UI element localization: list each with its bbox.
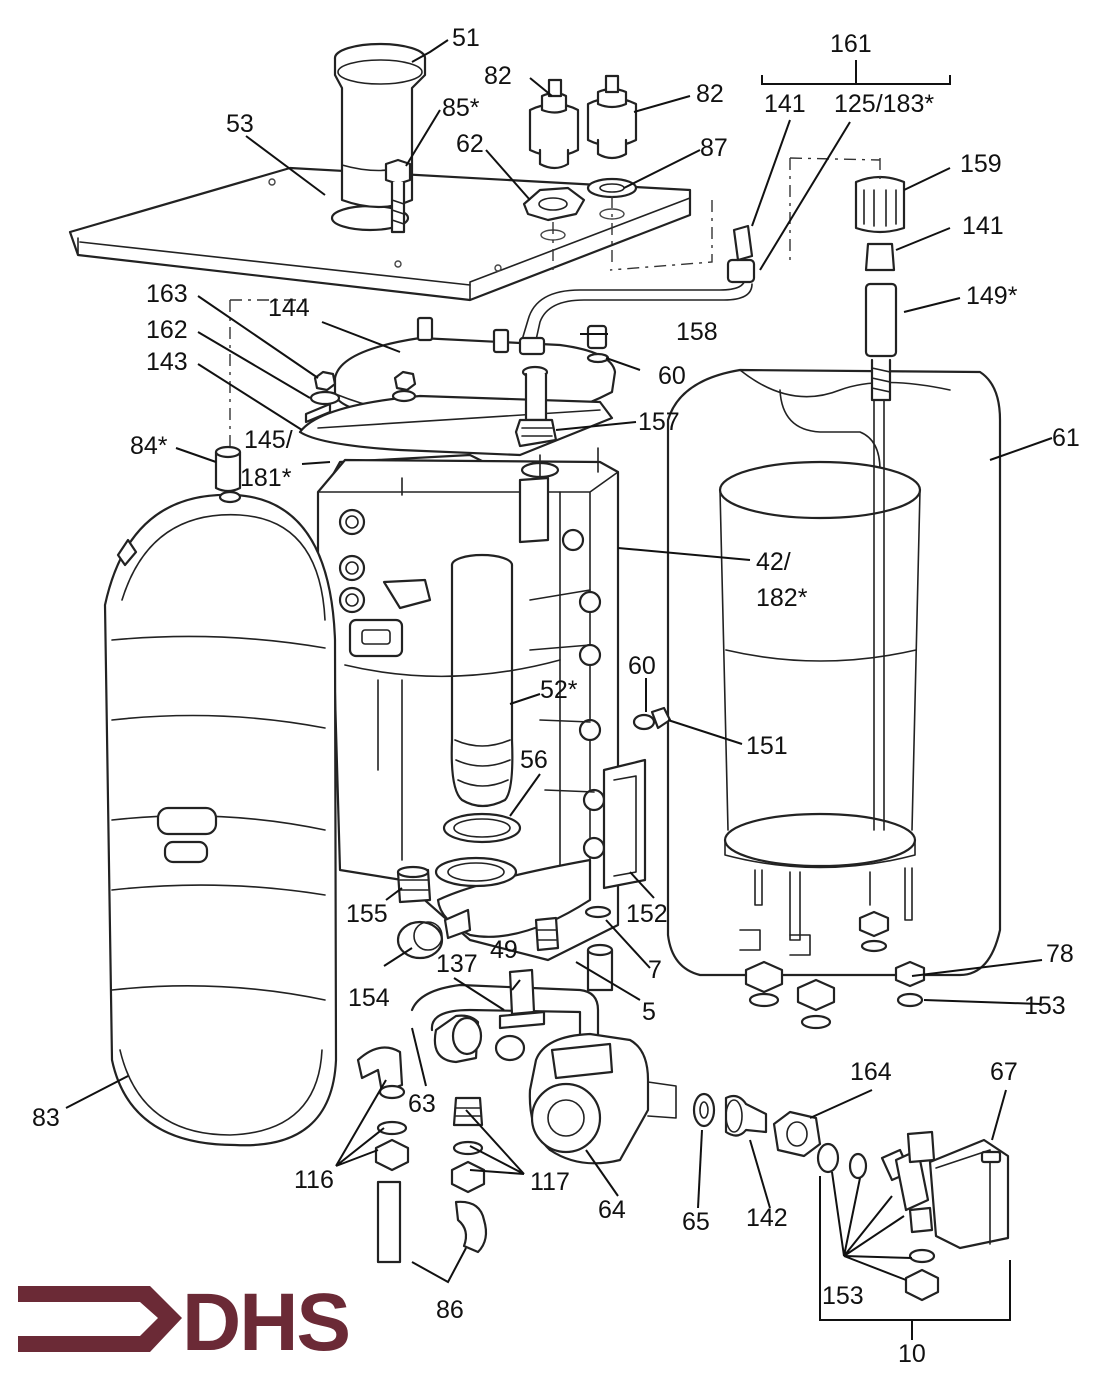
heat-exchanger-body (316, 458, 647, 962)
sleeve (416, 316, 610, 364)
callout-137: 137 (436, 950, 478, 978)
callout-86: 86 (436, 1296, 464, 1324)
nut-164 (772, 1110, 822, 1158)
valve-assembly (816, 1130, 1010, 1302)
pipe-bend (518, 224, 756, 356)
callout-182: 182* (756, 584, 808, 612)
dhs-logo: DHS (18, 1277, 351, 1368)
callout-143: 143 (146, 348, 188, 376)
fitting-117 (450, 1096, 488, 1254)
callout-49: 49 (490, 936, 518, 964)
lid-nut (309, 370, 417, 406)
cylinder-bottom-nuts (744, 910, 926, 1030)
air-vent-right (586, 74, 638, 160)
elbow-116 (356, 1046, 410, 1264)
callout-158: 158 (676, 318, 718, 346)
arrow-chevron-icon (18, 1286, 182, 1352)
tube-84 (214, 445, 242, 493)
heat-exchanger-lid (298, 336, 617, 457)
leader-lines (65, 39, 1053, 1340)
callout-159: 159 (960, 150, 1002, 178)
callout-52: 52* (540, 676, 578, 704)
callout-116: 116 (294, 1166, 334, 1194)
callout-67: 67 (990, 1058, 1018, 1086)
callout-64: 64 (598, 1196, 626, 1224)
gasket-56 (442, 812, 522, 844)
callout-82-right: 82 (696, 80, 724, 108)
callout-51: 51 (452, 24, 480, 52)
callout-10: 10 (898, 1340, 926, 1368)
callout-144: 144 (268, 294, 310, 322)
cylinder-top-fittings (854, 175, 906, 402)
washer-nipple-151 (632, 706, 672, 731)
callout-60-top: 60 (658, 362, 686, 390)
callout-145: 145/ (244, 426, 293, 454)
callout-53: 53 (226, 110, 254, 138)
callout-87: 87 (700, 134, 728, 162)
callout-152: 152 (626, 900, 668, 928)
callout-125-183: 125/183* (834, 90, 934, 118)
callout-164: 164 (850, 1058, 892, 1086)
callout-153-right: 153 (1024, 992, 1066, 1020)
callout-83: 83 (32, 1104, 60, 1132)
callout-62: 62 (456, 130, 484, 158)
clip (522, 186, 586, 222)
callout-153-bottom: 153 (822, 1282, 864, 1310)
callout-85: 85* (442, 94, 480, 122)
bolt (384, 158, 412, 234)
callout-149: 149* (966, 282, 1018, 310)
callout-151: 151 (746, 732, 788, 760)
callout-60-mid: 60 (628, 652, 656, 680)
callout-157: 157 (638, 408, 680, 436)
callout-42: 42/ (756, 548, 791, 576)
pump-pipework (410, 968, 600, 1064)
callout-161: 161 (830, 30, 872, 58)
callout-labels: 51 53 82 82 85* 62 87 161 141 125/183* 1… (32, 24, 1080, 1368)
callout-141-right: 141 (962, 212, 1004, 240)
callout-155: 155 (346, 900, 388, 928)
logo-text: DHS (182, 1277, 349, 1368)
expansion-vessel (103, 490, 338, 1147)
callout-117: 117 (530, 1168, 570, 1196)
callout-181: 181* (240, 464, 292, 492)
callout-82-left: 82 (484, 62, 512, 90)
callout-56: 56 (520, 746, 548, 774)
callout-142: 142 (746, 1204, 788, 1232)
pump (494, 1032, 677, 1165)
washer (586, 177, 638, 199)
washers-65-142 (692, 1092, 768, 1137)
fitting-157 (514, 365, 558, 448)
air-vent-left (528, 78, 580, 170)
callout-78: 78 (1046, 940, 1074, 968)
nipple-155 (396, 865, 432, 904)
callout-154: 154 (348, 984, 390, 1012)
callout-162: 162 (146, 316, 188, 344)
flue-pipe (333, 42, 427, 209)
callout-141-top: 141 (764, 90, 806, 118)
callout-61: 61 (1052, 424, 1080, 452)
callout-63: 63 (408, 1090, 436, 1118)
callout-7: 7 (648, 956, 662, 984)
callout-163: 163 (146, 280, 188, 308)
callout-84: 84* (130, 432, 168, 460)
callout-5: 5 (642, 998, 656, 1026)
hot-water-cylinder (666, 368, 1002, 977)
callout-65: 65 (682, 1208, 710, 1236)
